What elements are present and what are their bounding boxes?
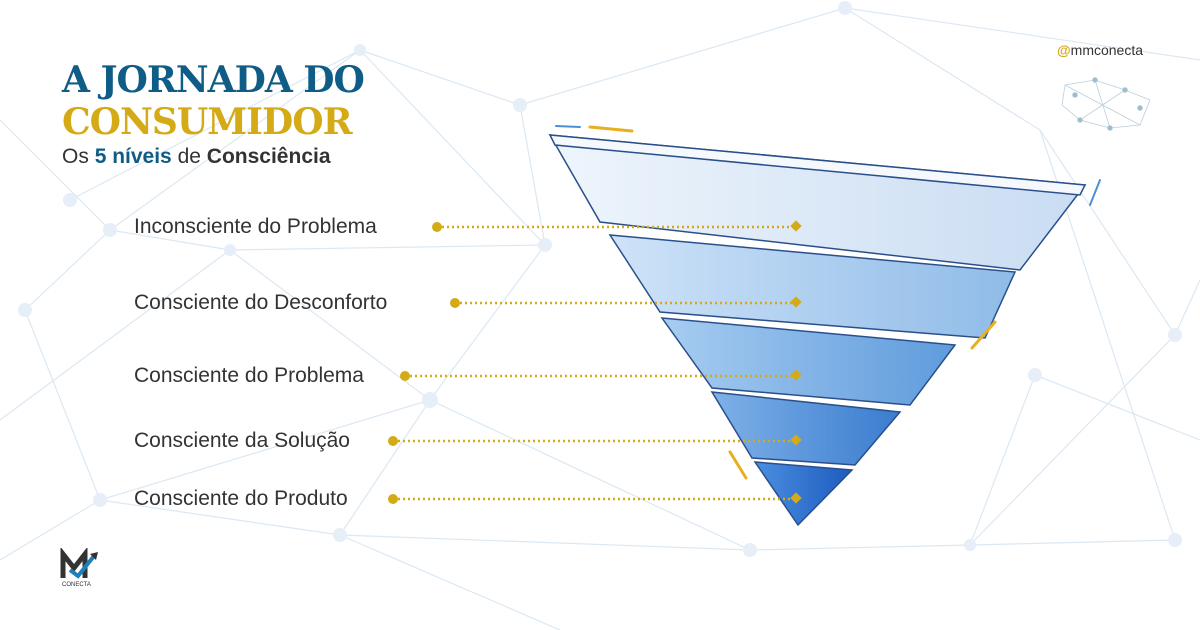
mm-conecta-logo: CONECTA [60,548,98,588]
level-label-3: Consciente do Problema [134,364,364,387]
at-icon: @ [1057,42,1071,58]
brain-network-icon [1061,77,1151,131]
title-line-2: CONSUMIDOR [62,101,352,143]
handle-name: mmconecta [1070,42,1144,58]
funnel-layer-5 [753,461,854,527]
subtitle-highlight: 5 níveis [94,145,172,168]
connector-dot-1 [432,222,442,232]
subtitle-emphasis: Consciência [206,145,331,168]
title-line-1: A JORNADA DO [62,59,365,101]
level-label-2: Consciente do Desconforto [134,291,388,314]
funnel-layer-3 [660,317,957,406]
connector-diamond-3 [790,369,802,381]
connector-dot-5 [388,494,398,504]
connector-dot-2 [450,298,460,308]
level-label-4: Consciente da Solução [134,429,350,452]
social-handle: @mmconecta [1057,42,1143,58]
connector-dot-3 [400,371,410,381]
connector-diamond-4 [790,434,802,446]
connector-dot-4 [388,436,398,446]
connector-diamond-5 [790,492,802,504]
funnel-layer-2 [608,234,1017,339]
connector-diamond-2 [790,296,802,308]
subtitle-middle: de [177,145,201,168]
connector-diamond-1 [790,220,802,232]
funnel-layer-4 [710,391,902,466]
subtitle-prefix: Os [62,145,89,168]
level-label-1: Inconsciente do Problema [134,215,377,238]
subtitle: Os 5 níveis de Consciência [62,145,331,169]
svg-text:CONECTA: CONECTA [62,582,91,588]
level-label-5: Consciente do Produto [134,487,348,510]
